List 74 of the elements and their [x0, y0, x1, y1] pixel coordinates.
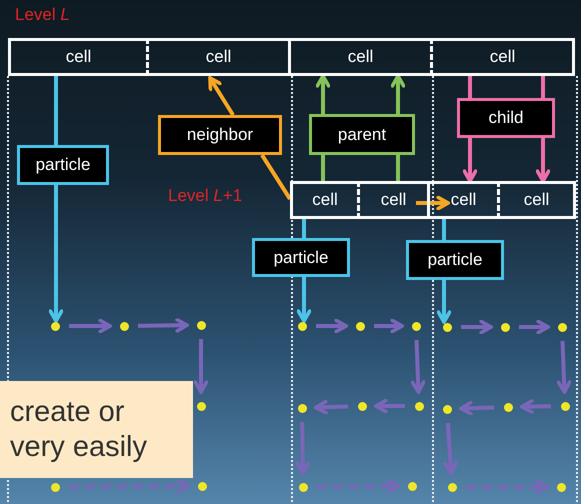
- arrow: [461, 320, 493, 334]
- arrow: [295, 422, 310, 475]
- parent-label-box: parent: [309, 114, 415, 155]
- arrow: [536, 138, 550, 183]
- arrow: [316, 318, 348, 334]
- arrow: [374, 398, 405, 414]
- arrow: [194, 339, 208, 394]
- particle-dot: [358, 402, 366, 410]
- particle-dot: [414, 402, 424, 410]
- arrow: [48, 185, 64, 323]
- arrow: [443, 422, 458, 475]
- particle-dot: [50, 322, 60, 330]
- particle-dot: [504, 402, 512, 412]
- particle-dot: [556, 482, 566, 492]
- particle-label-box: particle: [17, 145, 109, 185]
- connector-line: [54, 76, 58, 145]
- particle-dot: [560, 402, 570, 410]
- particle-label-box: particle: [406, 240, 504, 280]
- grid-cell: cell: [360, 181, 430, 219]
- text-callout: create or very easily: [0, 381, 193, 478]
- particle-dot: [442, 322, 452, 332]
- particle-dot: [412, 322, 420, 330]
- arrow: [436, 280, 452, 324]
- grid-cell: cell: [430, 181, 500, 219]
- particle-dot: [298, 404, 306, 412]
- grid-cell: cell: [500, 181, 576, 219]
- particle-dot: [120, 322, 128, 330]
- particle-dot: [298, 322, 306, 330]
- particle-dot: [298, 482, 308, 492]
- grid-cell: cell: [433, 38, 575, 76]
- arrow: [390, 74, 406, 114]
- grid-cell: cell: [290, 181, 360, 219]
- arrow: [459, 400, 494, 416]
- connector-line: [260, 154, 292, 200]
- arrow: [69, 318, 112, 334]
- connector-line: [442, 219, 446, 240]
- arrow: [68, 478, 190, 494]
- arrow: [519, 320, 550, 334]
- neighbor-label-box: neighbor: [158, 115, 282, 155]
- connector-line: [541, 76, 545, 98]
- arrow: [466, 480, 549, 494]
- particle-dot: [196, 320, 206, 330]
- grid-cell: cell: [291, 38, 433, 76]
- arrow: [416, 196, 450, 210]
- connector-line: [396, 155, 400, 181]
- arrow: [138, 318, 189, 333]
- particle-dot: [500, 322, 510, 332]
- grid-cell: cell: [8, 38, 149, 76]
- particle-dot: [198, 482, 206, 490]
- grid-cell: cell: [149, 38, 291, 76]
- child-label-box: child: [457, 98, 555, 138]
- particle-dot: [50, 482, 60, 492]
- particle-dot: [356, 322, 364, 330]
- arrow: [316, 74, 330, 114]
- arrow: [374, 318, 404, 334]
- arrow: [462, 138, 478, 183]
- connector-line: [321, 155, 325, 181]
- arrow: [296, 277, 312, 323]
- arrow: [208, 76, 235, 116]
- arrow: [410, 340, 426, 394]
- connector-line: [468, 76, 472, 98]
- arrow: [314, 400, 348, 415]
- level-label: Level L+1: [168, 186, 242, 206]
- particle-dot: [448, 482, 456, 492]
- particle-dot: [408, 482, 416, 490]
- arrow: [316, 478, 400, 494]
- particle-dot: [196, 402, 206, 410]
- particle-dot: [558, 322, 566, 332]
- particle-dot: [442, 404, 452, 414]
- connector-line: [302, 219, 306, 238]
- level-label: Level L: [15, 5, 70, 25]
- arrow: [520, 399, 552, 414]
- arrow: [556, 340, 572, 394]
- particle-label-box: particle: [252, 238, 350, 277]
